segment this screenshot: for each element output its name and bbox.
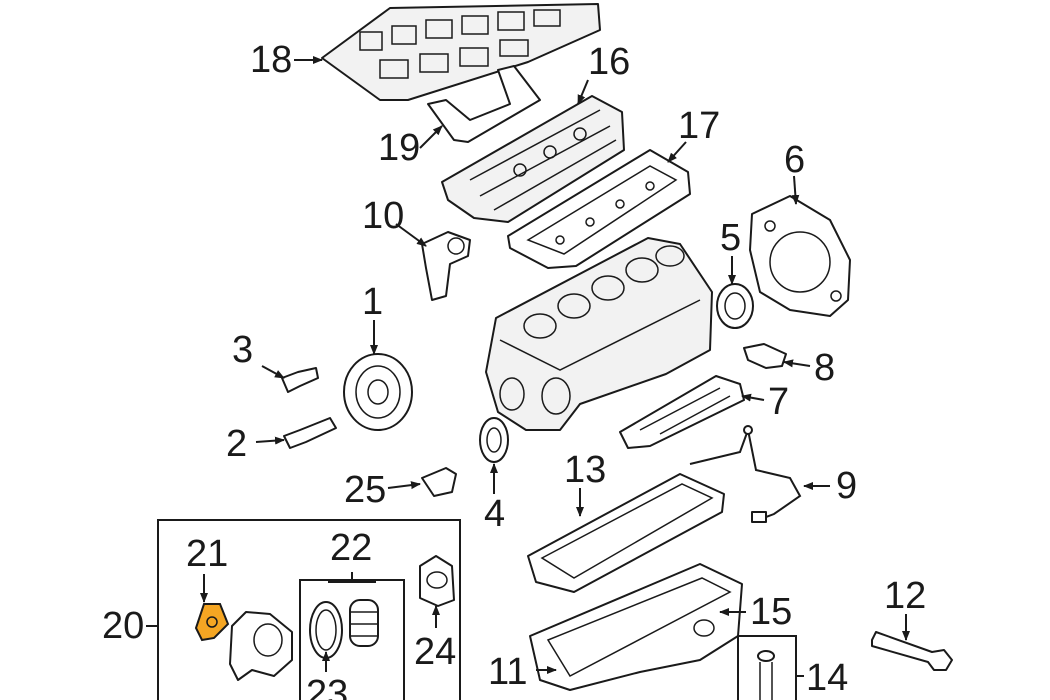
callout-24: 24 xyxy=(414,631,456,673)
oil-pan-gasket-part xyxy=(527,473,725,593)
callout-11: 11 xyxy=(488,651,527,693)
callout-22: 22 xyxy=(330,527,372,569)
sensor-part-25 xyxy=(421,467,457,497)
callout-6: 6 xyxy=(784,139,805,181)
callout-8: 8 xyxy=(814,347,835,389)
oil-pan-part xyxy=(529,563,743,691)
callout-2: 2 xyxy=(226,423,247,465)
camshaft-sensor-part xyxy=(421,231,471,301)
sensor-wire-part xyxy=(689,425,802,523)
gasket-part-19 xyxy=(427,65,541,143)
leader-3 xyxy=(261,365,285,379)
leader-19 xyxy=(419,125,443,149)
filter-housing-part xyxy=(229,611,293,681)
engine-block-part xyxy=(485,237,713,431)
leader-6 xyxy=(791,175,800,205)
valve-cover-gasket-part xyxy=(507,149,691,269)
crank-sensor-part xyxy=(743,343,787,369)
bolt-part-12 xyxy=(871,631,953,671)
leader-17 xyxy=(667,141,687,163)
valve-cover-part xyxy=(441,95,625,223)
rear-cover-plate-part xyxy=(749,195,851,317)
oil-filter-element-part xyxy=(349,599,379,647)
engine-cover-part xyxy=(321,3,601,101)
side-gasket-part xyxy=(619,375,745,449)
leader-2 xyxy=(255,436,285,445)
filter-cap-part xyxy=(419,555,455,607)
leader-22 xyxy=(328,572,376,583)
callout-17: 17 xyxy=(678,105,720,147)
bolt-part-2 xyxy=(283,417,337,449)
dipstick-box xyxy=(737,635,797,700)
callout-3: 3 xyxy=(232,329,253,371)
callout-labels: 18 19 16 17 10 6 5 1 3 2 8 7 9 4 25 13 1… xyxy=(102,39,926,700)
crankshaft-pulley-part xyxy=(343,353,413,431)
callout-9: 9 xyxy=(836,465,857,507)
callout-1: 1 xyxy=(362,281,383,323)
callout-7: 7 xyxy=(768,381,789,423)
callout-20: 20 xyxy=(102,605,144,647)
leader-8 xyxy=(783,359,811,368)
leader-16 xyxy=(577,79,589,105)
callout-14: 14 xyxy=(806,657,848,699)
callout-18: 18 xyxy=(250,39,292,81)
callout-10: 10 xyxy=(362,195,404,237)
callout-15: 15 xyxy=(750,591,792,633)
callout-12: 12 xyxy=(884,575,926,617)
callout-25: 25 xyxy=(344,469,386,511)
leader-7 xyxy=(741,393,765,402)
front-seal-part xyxy=(479,417,509,463)
callout-19: 19 xyxy=(378,127,420,169)
o-ring-part xyxy=(309,601,343,659)
leader-lines xyxy=(146,56,910,677)
callout-13: 13 xyxy=(564,449,606,491)
callout-21: 21 xyxy=(186,533,228,575)
leader-25 xyxy=(387,481,421,490)
rear-seal-part xyxy=(716,283,754,329)
filter-housing-group-box xyxy=(157,519,461,700)
callout-23: 23 xyxy=(306,673,348,700)
dipstick-part xyxy=(757,650,775,700)
bolt-part-3 xyxy=(281,367,319,393)
highlighted-gasket-part xyxy=(194,603,230,642)
leader-10 xyxy=(395,223,427,247)
callout-5: 5 xyxy=(720,217,741,259)
callout-4: 4 xyxy=(484,493,505,535)
callout-16: 16 xyxy=(588,41,630,83)
